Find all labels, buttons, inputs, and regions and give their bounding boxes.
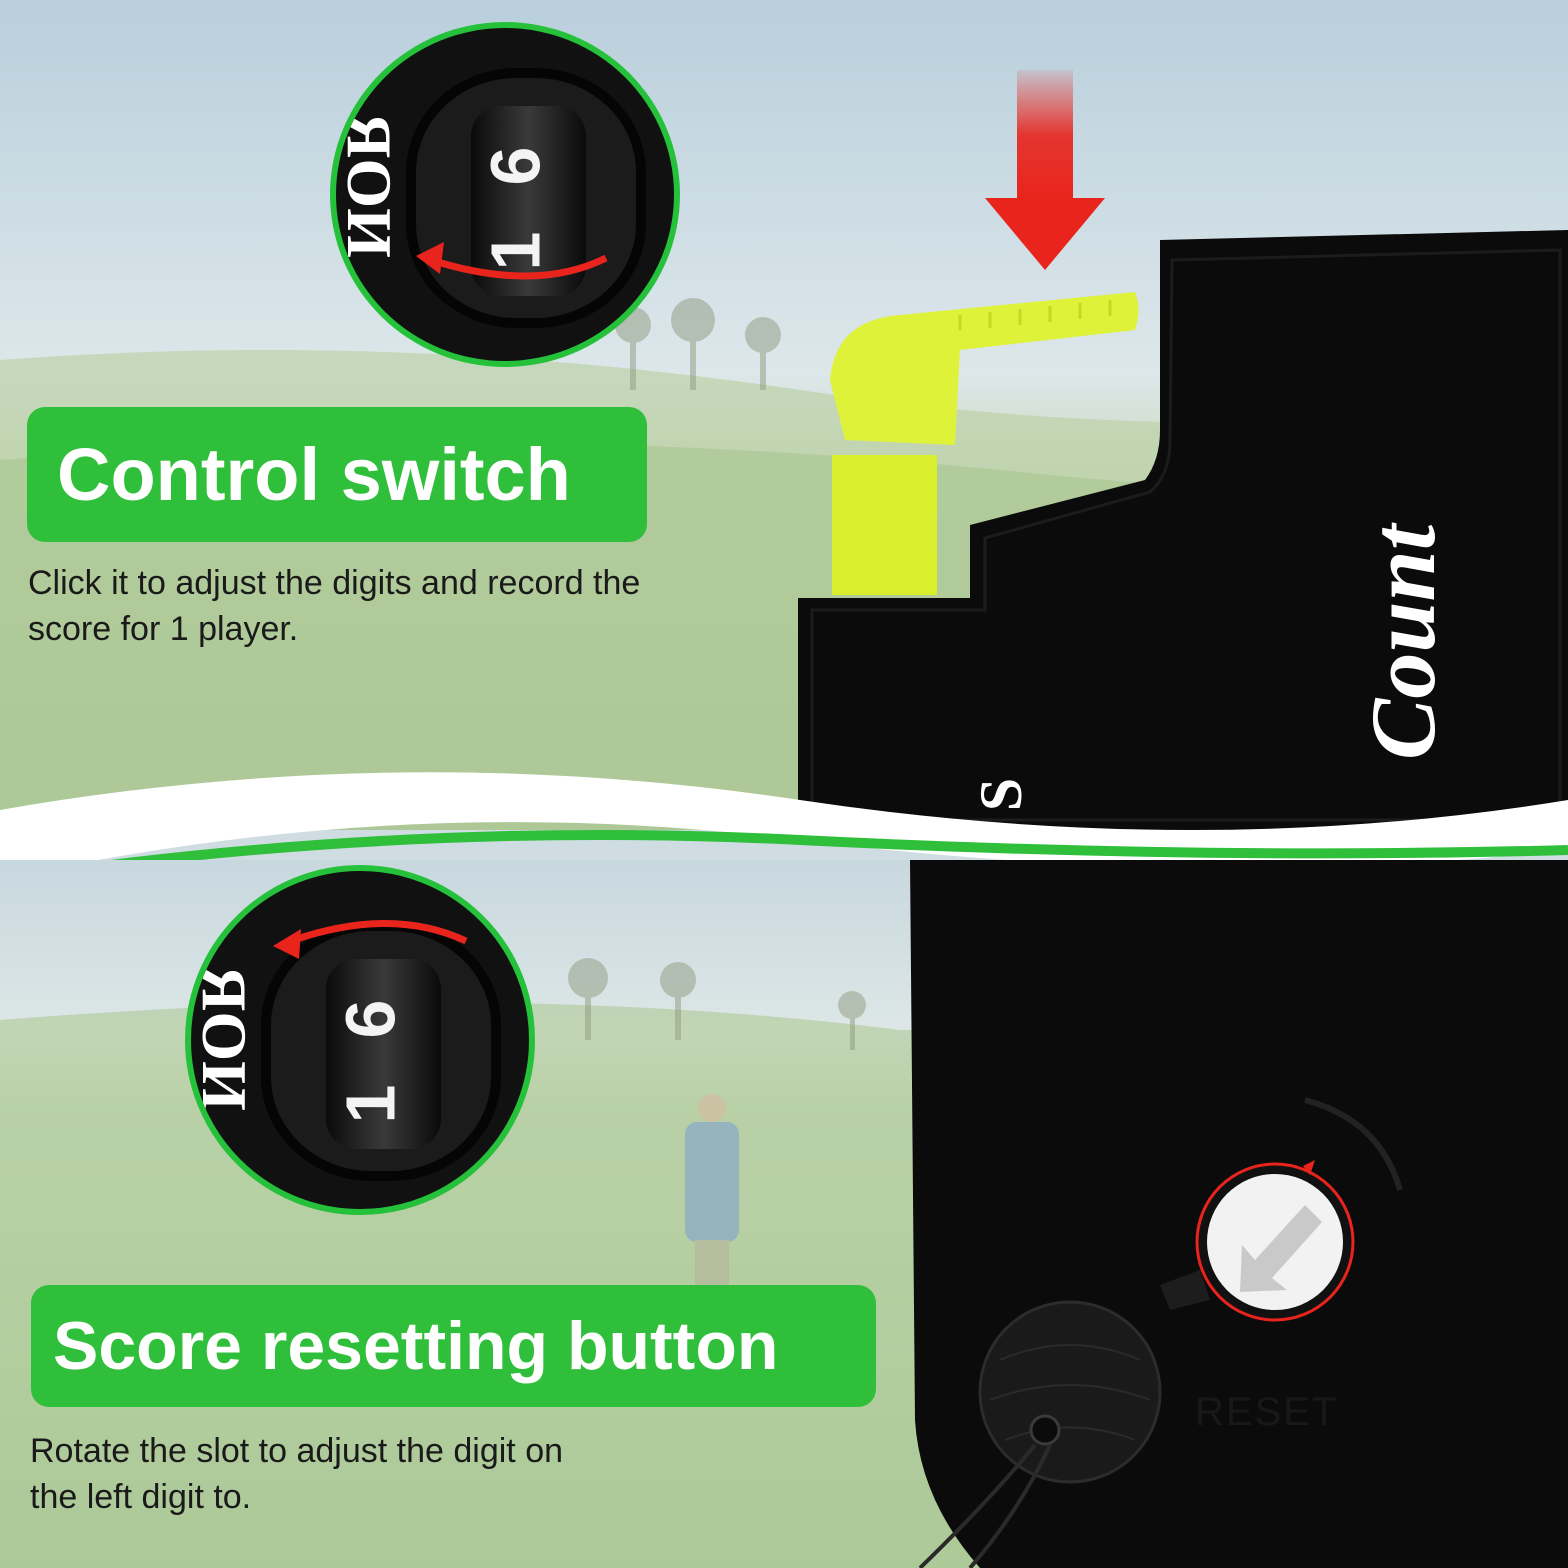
reset-button-label: Score resetting button [31,1285,876,1407]
bottom-zoom-circle: ЯOИ 1 6 [185,865,535,1215]
top-zoom-circle: ЯOИ 1 6 [330,22,680,367]
digit-wheel-bottom: 1 6 [261,921,501,1181]
curved-arrow-icon [416,242,608,280]
reset-button-description-line1: Rotate the slot to adjust the digit on [30,1432,564,1470]
top-panel: ЯOИ 1 6 Control switch Click it to adjus… [0,0,1568,830]
digit-strip-bottom: 1 6 [326,959,441,1149]
device-brand-text: Count [1350,525,1456,760]
bottom-panel: ЯOИ 1 6 RESET Score resettin [0,860,1568,1568]
wave-divider [0,772,1568,885]
control-switch-description-line1: Click it to adjust the digits and record… [28,564,641,602]
reset-label: RESET [1195,1390,1339,1434]
digit-strip: 1 6 [471,106,586,296]
curved-arrow-icon [273,920,468,959]
counter-device-top [798,230,1568,830]
control-switch-label-text: Control switch [57,433,571,516]
control-switch-description: Click it to adjust the digits and record… [28,560,768,652]
reset-button-label-text: Score resetting button [53,1308,779,1384]
reset-button-description: Rotate the slot to adjust the digit on t… [30,1428,730,1520]
reset-button-description-line2: the left digit to. [30,1478,252,1516]
digit-wheel: 1 6 [406,68,646,328]
counter-device-bottom [910,860,1568,1568]
control-switch-description-line2: score for 1 player. [28,610,299,648]
arrow-down-icon [985,70,1105,270]
golf-ball-fob [978,1300,1162,1484]
control-switch-label: Control switch [27,407,647,542]
device-brand-word: Count [1352,524,1454,760]
